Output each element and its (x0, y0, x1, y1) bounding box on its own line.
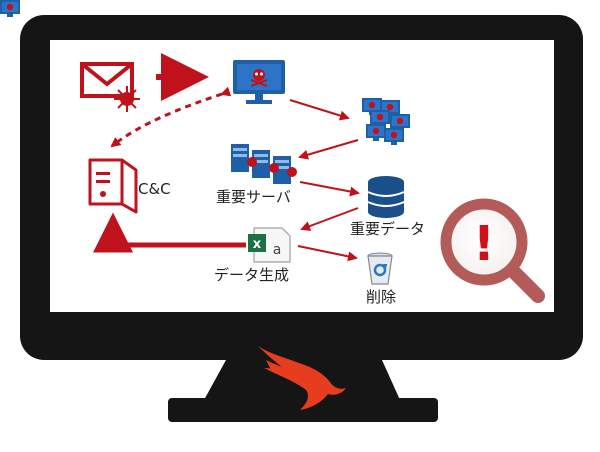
monitor-stand-base (168, 398, 438, 422)
arrow-pc-cnc-dashed (110, 86, 232, 148)
cnc-label: C&C (138, 180, 171, 198)
data-generation-label: データ生成 (214, 266, 289, 284)
arrow-network-to-servers (298, 139, 359, 160)
critical-servers-label: 重要サーバ (216, 188, 291, 206)
falcon-logo-icon (258, 346, 346, 410)
alert-magnifier-icon: ! (440, 198, 545, 303)
recycle-bin-icon (367, 252, 393, 285)
delete-label: 削除 (366, 288, 396, 306)
arrow-excel-to-bin (297, 245, 358, 262)
excel-a-glyph: a (273, 242, 282, 258)
infected-monitor-icon (233, 60, 285, 104)
database-icon (367, 176, 405, 218)
arrow-servers-to-db (299, 181, 360, 197)
infected-network-icon (0, 0, 410, 145)
arrow-db-to-excel (300, 207, 359, 231)
critical-data-label: 重要データ (350, 220, 425, 238)
cnc-server-icon (88, 158, 138, 214)
arrow-excel-to-cnc (93, 212, 246, 253)
excel-x-glyph: x (253, 237, 262, 252)
arrow-pc-to-network (289, 99, 350, 121)
excel-file-icon: x a (248, 227, 291, 263)
infected-servers-icon (231, 144, 297, 184)
alert-exclamation: ! (473, 216, 495, 272)
